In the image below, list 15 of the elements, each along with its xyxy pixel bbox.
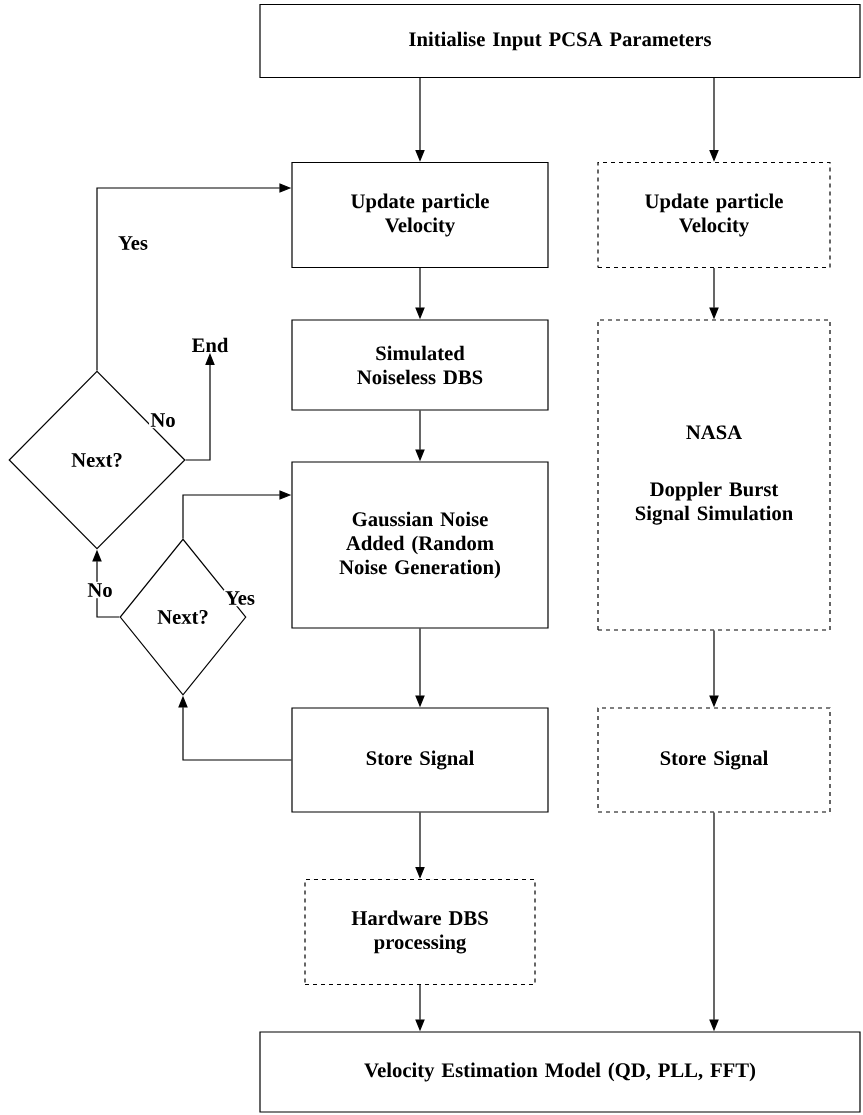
process-box: Simulated Noiseless DBS xyxy=(291,319,549,411)
process-box: Hardware DBS processing xyxy=(304,878,536,986)
edge-label: Yes xyxy=(116,234,150,252)
process-box: Velocity Estimation Model (QD, PLL, FFT) xyxy=(259,1031,861,1113)
process-box: Update particle Velocity xyxy=(597,161,831,269)
edge-label: Yes xyxy=(223,589,257,607)
process-box: Store Signal xyxy=(291,707,549,813)
process-box: Update particle Velocity xyxy=(291,161,549,269)
end-label: End xyxy=(191,337,229,353)
process-box: Initialise Input PCSA Parameters xyxy=(259,3,861,79)
edge-label: No xyxy=(149,411,177,429)
process-box: Store Signal xyxy=(597,707,831,813)
process-box: Gaussian Noise Added (Random Noise Generation) xyxy=(291,461,549,629)
process-box: NASA Doppler Burst Signal Simulation xyxy=(597,319,831,631)
edge-label: No xyxy=(86,581,114,599)
